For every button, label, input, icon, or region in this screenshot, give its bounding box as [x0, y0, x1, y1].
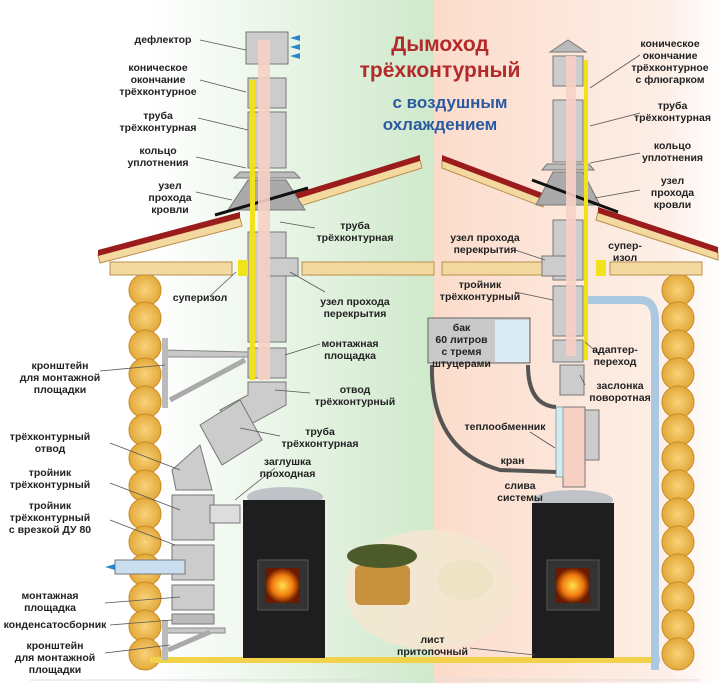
right-stove	[532, 490, 614, 658]
label-condensate-collector: конденсатосборник	[3, 619, 107, 631]
log	[661, 497, 695, 531]
label-drain: слива системы	[497, 480, 543, 504]
roof-right	[441, 155, 719, 261]
right-chimney	[531, 39, 659, 670]
label-ceiling-pass-right: узел прохода перекрытия	[450, 232, 520, 256]
label-tee: тройник трёхконтурный	[9, 467, 91, 491]
log	[661, 469, 695, 503]
log	[661, 357, 695, 391]
ceiling-beam-right-2	[609, 261, 703, 276]
log	[661, 413, 695, 447]
log	[661, 553, 695, 587]
label-tank: бак 60 литров с тремя штуцерами	[432, 322, 491, 370]
label-bracket-1: кронштейн для монтажной площадки	[19, 360, 101, 396]
label-conical-end-weathervane: коническое окончание трёхконтурное с флю…	[631, 38, 709, 86]
log	[128, 609, 162, 643]
log	[661, 385, 695, 419]
water-tank-60l	[427, 317, 557, 474]
label-roof-pass-left: узел прохода кровли	[148, 180, 192, 216]
leader-lines	[99, 39, 641, 656]
label-bend-lower: трёхконтурный отвод	[9, 431, 91, 455]
right-log-wall	[661, 273, 695, 671]
label-mounting-platform-1: монтажная площадка	[321, 338, 379, 362]
label-sealing-ring-right: кольцо уплотнения	[641, 140, 704, 164]
title-line-2: трёхконтурный	[359, 59, 521, 82]
label-mounting-platform-2: монтажная площадка	[21, 590, 79, 614]
log	[128, 329, 162, 363]
title-line-3: с воздушным	[392, 93, 508, 112]
sauna-accessories-image	[345, 530, 515, 650]
label-pipe-left-1: труба трёхконтурная	[119, 110, 197, 134]
label-superizol-left: суперизол	[172, 292, 228, 304]
ceiling-beam-left-2	[301, 261, 435, 276]
label-tee-right: тройник трёхконтурный	[439, 279, 521, 303]
log	[128, 301, 162, 335]
label-ceiling-pass-left: узел прохода перекрытия	[320, 296, 390, 320]
label-pipe-left-3: труба трёхконтурная	[281, 426, 359, 450]
left-chimney	[114, 31, 309, 660]
label-valve: кран	[500, 455, 525, 467]
log	[128, 497, 162, 531]
label-tee-du80: тройник трёхконтурный с врезкой ДУ 80	[8, 500, 92, 536]
label-rotary-damper: заслонка поворотная	[589, 380, 651, 404]
label-adapter: адаптер- переход	[592, 344, 638, 368]
title-line-4: охлаждением	[382, 115, 498, 134]
log	[661, 301, 695, 335]
log	[128, 385, 162, 419]
label-superizol-right: супер- изол	[608, 240, 642, 264]
airflow-arrows	[105, 35, 300, 570]
label-bracket-2: кронштейн для монтажной площадки	[14, 640, 96, 676]
ceiling-beam-right	[441, 261, 543, 276]
left-stove	[243, 487, 325, 658]
log	[128, 273, 162, 307]
label-heat-exchanger: теплообменник	[464, 421, 546, 433]
log	[661, 637, 695, 671]
log	[128, 637, 162, 671]
log	[128, 525, 162, 559]
log	[661, 609, 695, 643]
label-sealing-ring-left: кольцо уплотнения	[127, 145, 189, 169]
label-stove-sheet: лист притопочный	[397, 634, 468, 658]
ceiling-beam-left	[109, 261, 233, 276]
label-pipe-left-2: труба трёхконтурная	[316, 220, 394, 244]
label-conical-end-left: коническое окончание трёхконтурное	[119, 62, 197, 98]
log	[128, 413, 162, 447]
log	[128, 357, 162, 391]
log	[661, 273, 695, 307]
label-bend-left: отвод трёхконтурный	[314, 384, 396, 408]
log	[661, 329, 695, 363]
log	[128, 581, 162, 615]
label-roof-pass-right: узел прохода кровли	[650, 175, 695, 211]
roof-left	[97, 155, 423, 264]
floor-line	[150, 657, 660, 663]
log	[128, 441, 162, 475]
label-deflector: дефлектор	[134, 34, 192, 46]
label-pipe-right: труба трёхконтурная	[634, 100, 711, 124]
log	[661, 441, 695, 475]
log	[128, 469, 162, 503]
log	[661, 525, 695, 559]
label-pass-plug: заглушка проходная	[259, 456, 316, 480]
title-line-1: Дымоход	[391, 33, 489, 56]
log	[661, 581, 695, 615]
